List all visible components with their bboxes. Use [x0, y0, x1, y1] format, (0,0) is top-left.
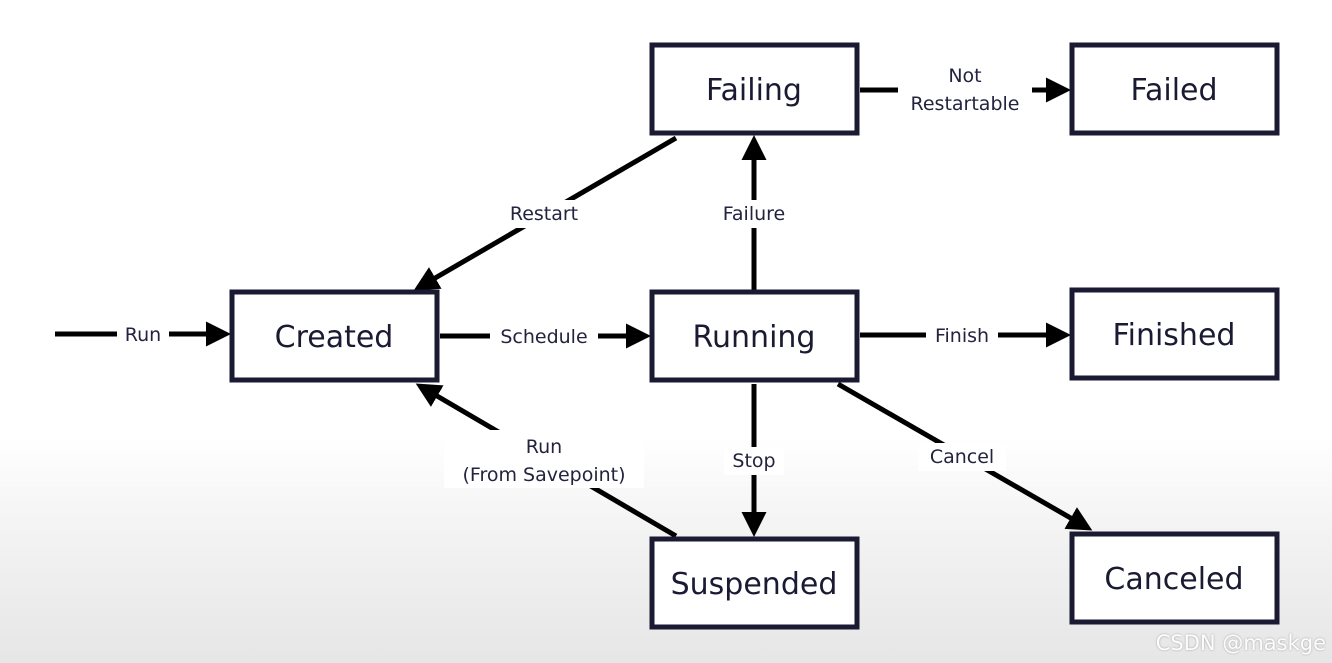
edge-label-finish: Finish [935, 325, 989, 347]
edge-not-restartable: Not Restartable [860, 62, 1071, 118]
edge-label-run-from-savepoint-line1: Run [526, 436, 562, 458]
edge-restart: Restart [413, 135, 678, 291]
edge-stop: Stop [724, 384, 784, 537]
edge-finish: Finish [860, 322, 1071, 348]
state-failed: Failed [1069, 42, 1280, 136]
edge-label-cancel: Cancel [930, 446, 994, 468]
edge-label-not-restartable-line2: Restartable [911, 93, 1020, 115]
state-label-failed: Failed [1130, 73, 1217, 108]
watermark-text: CSDN @maskge [1155, 631, 1326, 655]
edge-cancel: Cancel [836, 381, 1093, 531]
state-created: Created [229, 289, 440, 383]
state-finished: Finished [1069, 287, 1280, 381]
edge-label-failure: Failure [723, 203, 786, 225]
state-canceled: Canceled [1069, 531, 1280, 625]
state-label-suspended: Suspended [671, 567, 838, 602]
state-label-failing: Failing [706, 73, 802, 108]
edge-run-from-savepoint: Run (From Savepoint) [415, 383, 678, 539]
edge-label-run-from-savepoint-line2: (From Savepoint) [462, 464, 625, 486]
edge-label-stop: Stop [732, 450, 775, 472]
edge-label-restart: Restart [510, 203, 578, 225]
state-failing: Failing [649, 42, 860, 136]
state-label-canceled: Canceled [1104, 562, 1243, 597]
state-label-running: Running [693, 320, 816, 355]
edge-label-schedule: Schedule [500, 326, 587, 348]
edge-label-run: Run [125, 324, 161, 346]
edge-failure: Failure [714, 135, 794, 290]
state-running: Running [649, 289, 860, 383]
state-label-finished: Finished [1113, 318, 1236, 353]
state-label-created: Created [275, 320, 394, 355]
state-suspended: Suspended [649, 536, 860, 630]
edge-run-entry: Run [55, 321, 231, 347]
edge-label-not-restartable-line1: Not [948, 65, 981, 87]
edge-schedule: Schedule [440, 323, 651, 349]
